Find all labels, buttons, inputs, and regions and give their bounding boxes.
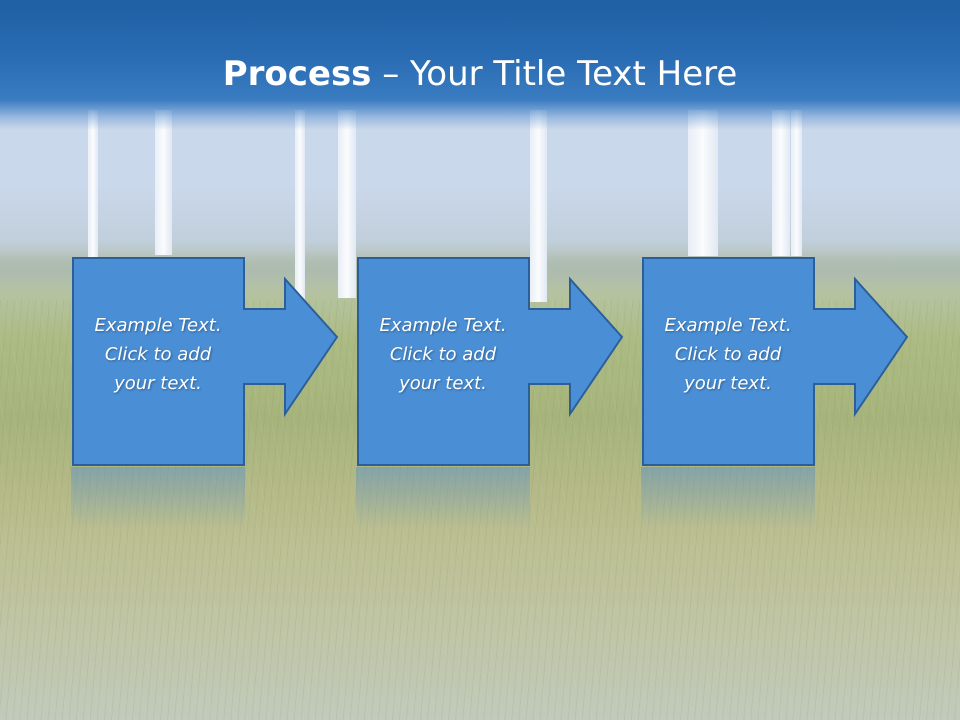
step-reflection	[641, 467, 815, 529]
step-line: your text.	[684, 373, 772, 394]
turbine-pole	[791, 110, 802, 256]
turbine-pole	[155, 110, 172, 255]
step-text[interactable]: Example Text. Click to add your text.	[642, 311, 814, 398]
step-line: your text.	[399, 373, 487, 394]
step-line: Example Text.	[664, 315, 792, 336]
step-reflection	[356, 467, 530, 529]
slide-title[interactable]: Process – Your Title Text Here	[0, 52, 960, 96]
arrow-right-box-icon	[357, 257, 624, 466]
step-line: your text.	[114, 373, 202, 394]
process-step-1[interactable]: Example Text. Click to add your text.	[72, 257, 342, 467]
turbine-pole	[772, 110, 790, 256]
title-rest: – Your Title Text Here	[371, 54, 738, 94]
step-line: Click to add	[104, 344, 212, 365]
step-line: Example Text.	[379, 315, 507, 336]
step-line: Example Text.	[94, 315, 222, 336]
turbine-pole	[88, 110, 98, 260]
step-line: Click to add	[389, 344, 497, 365]
turbine-pole	[295, 110, 305, 300]
turbine-pole	[530, 110, 547, 302]
turbine-pole	[338, 110, 356, 298]
step-text[interactable]: Example Text. Click to add your text.	[72, 311, 244, 398]
process-step-2[interactable]: Example Text. Click to add your text.	[357, 257, 627, 467]
process-step-3[interactable]: Example Text. Click to add your text.	[642, 257, 912, 467]
arrow-right-box-icon	[642, 257, 909, 466]
step-reflection	[71, 467, 245, 529]
title-bold: Process	[222, 54, 372, 94]
title-bar	[0, 0, 960, 130]
step-text[interactable]: Example Text. Click to add your text.	[357, 311, 529, 398]
arrow-right-box-icon	[72, 257, 339, 466]
turbine-pole	[688, 110, 718, 256]
step-line: Click to add	[674, 344, 782, 365]
